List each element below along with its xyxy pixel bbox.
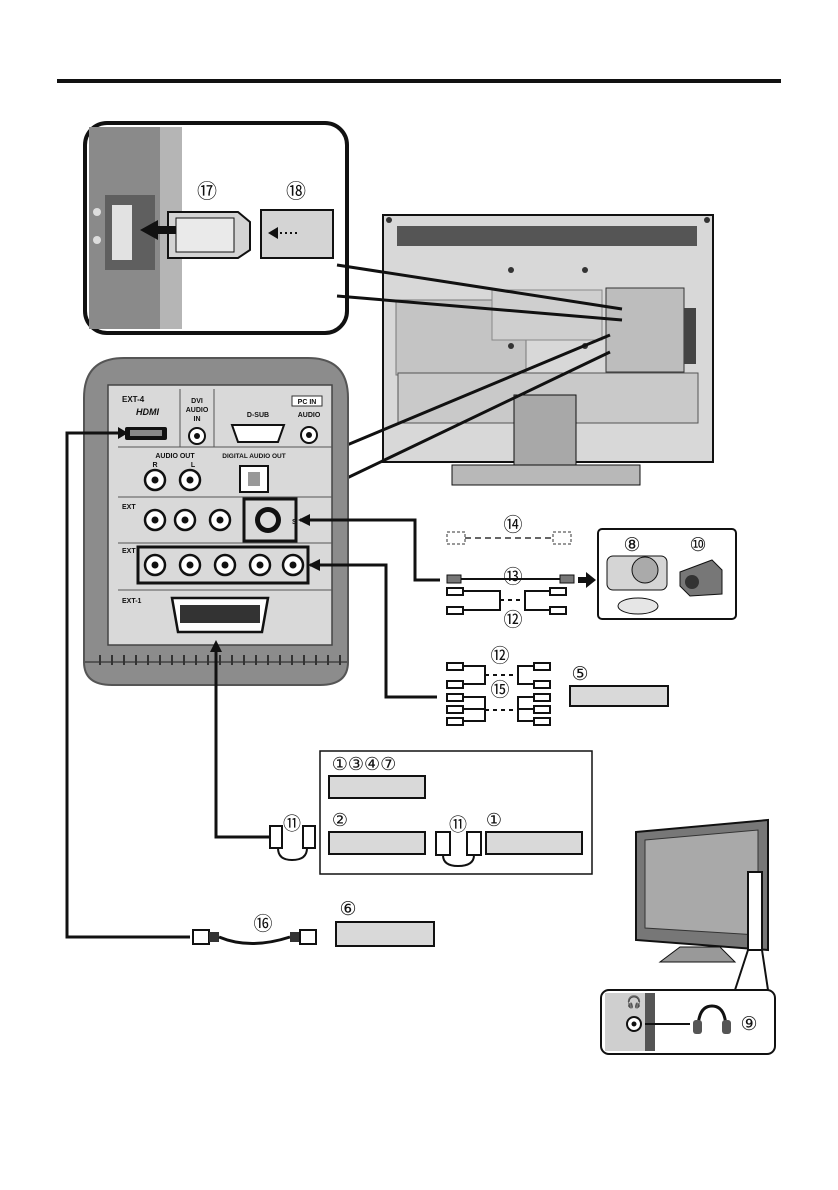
- ext1-label: EXT-1: [122, 598, 142, 605]
- callout-17: ⑰: [197, 179, 217, 203]
- hdmi-logo: HDMI: [136, 407, 159, 417]
- arrow-right-icon: [578, 572, 596, 588]
- callout-8: ⑧: [623, 534, 640, 556]
- ext4-label: EXT-4: [122, 395, 145, 404]
- pc-audio-label: AUDIO: [298, 412, 321, 419]
- component-device: [570, 686, 668, 706]
- header-rule: [57, 79, 781, 83]
- callout-1: ①: [486, 810, 502, 831]
- callout-9: ⑨: [740, 1013, 757, 1035]
- dvi-label: DVI: [191, 398, 203, 405]
- callout-15: ⑮: [490, 679, 509, 701]
- scart-device-1: [486, 832, 582, 854]
- dsub-label: D-SUB: [247, 412, 269, 419]
- pc-in-label: PC IN: [298, 399, 317, 406]
- callout-12b: ⑫: [490, 645, 509, 667]
- callout-1347: ①③④⑦: [332, 754, 397, 775]
- hdmi-device: [336, 922, 434, 946]
- callout-13: ⑬: [503, 566, 522, 588]
- dsub-port: [232, 425, 284, 442]
- callout-16: ⑯: [253, 913, 272, 935]
- svg-text:🎧: 🎧: [627, 995, 642, 1009]
- callout-10: ⑩: [689, 534, 706, 556]
- dvi-in-label: IN: [194, 416, 201, 423]
- gamepad-icon: [618, 598, 658, 614]
- ext-component-label: EXT: [122, 548, 136, 555]
- scart-device-2: [329, 832, 425, 854]
- tv-rear-view: [383, 215, 713, 485]
- audio-out-l: L: [191, 462, 196, 469]
- audio-out-r: R: [152, 462, 157, 469]
- callout-18: ⑱: [286, 179, 306, 203]
- digital-audio-out-label: DIGITAL AUDIO OUT: [222, 453, 285, 460]
- audio-out-label: AUDIO OUT: [155, 453, 195, 460]
- source-devices-box: [598, 529, 736, 619]
- callout-11a: ⑪: [283, 814, 301, 835]
- callout-5: ⑤: [571, 663, 588, 685]
- callout-14: ⑭: [503, 514, 522, 536]
- callout-2: ②: [332, 810, 348, 831]
- tv-front-view: [636, 820, 768, 962]
- scart-device-1347: [329, 776, 425, 798]
- callout-6: ⑥: [339, 898, 356, 920]
- ext-svideo-label: EXT: [122, 504, 136, 511]
- ci-slot-inset: ⑰ ⑱: [85, 123, 347, 333]
- dvi-audio-label: AUDIO: [186, 407, 209, 414]
- callout-12a: ⑫: [503, 609, 522, 631]
- callout-11b: ⑪: [449, 815, 467, 836]
